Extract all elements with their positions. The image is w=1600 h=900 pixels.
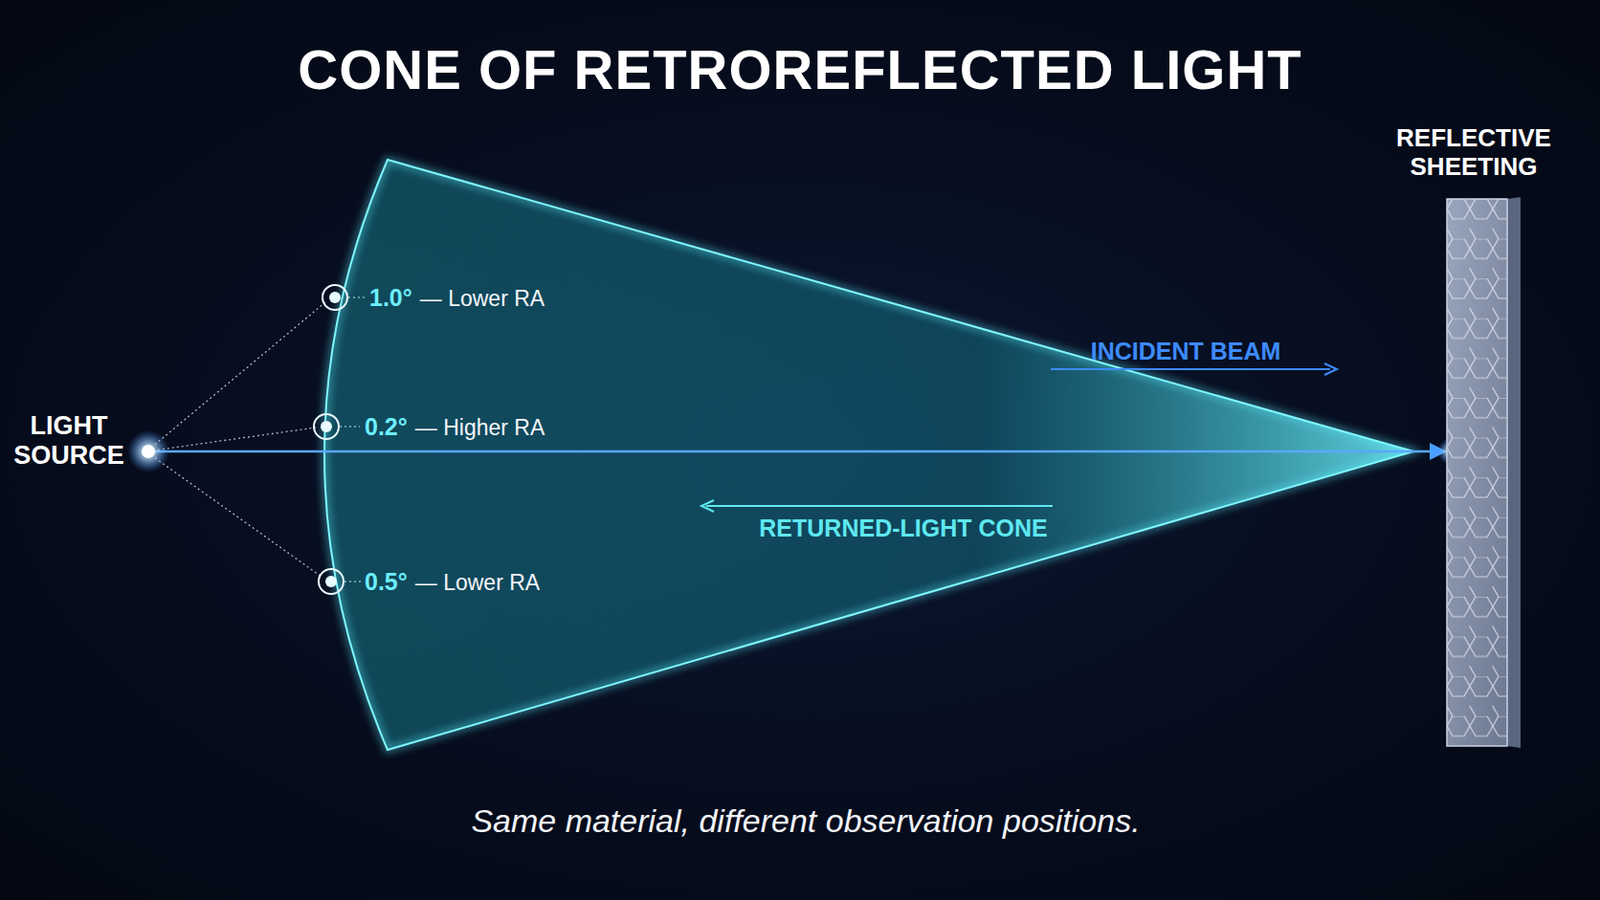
ra-note: — Lower RA <box>420 286 545 312</box>
angle-callout: 1.0° — Lower RA <box>369 284 545 312</box>
light-source-label: LIGHT SOURCE <box>6 411 132 471</box>
returned-cone-label: RETURNED-LIGHT CONE <box>758 514 1047 543</box>
ra-note: — Higher RA <box>415 415 545 442</box>
angle-value: 0.2° <box>364 413 408 442</box>
incident-beam-label: INCIDENT BEAM <box>1090 337 1282 366</box>
angle-value: 1.0° <box>369 284 413 312</box>
diagram-title: CONE OF RETROREFLECTED LIGHT <box>297 37 1302 102</box>
angle-callout: 0.5° — Lower RA <box>364 568 540 597</box>
angle-value: 0.5° <box>364 568 408 597</box>
angle-callout: 0.2° — Higher RA <box>364 413 545 442</box>
ra-note: — Lower RA <box>415 570 540 597</box>
sheeting-label: REFLECTIVE SHEETING <box>1392 124 1556 182</box>
diagram-caption: Same material, different observation pos… <box>470 802 1140 841</box>
